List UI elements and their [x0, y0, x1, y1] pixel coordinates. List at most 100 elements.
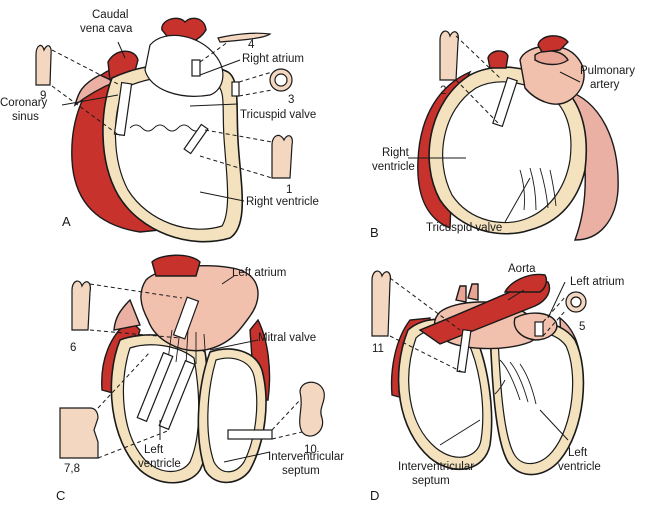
- panel-c-leader-la: [221, 275, 235, 285]
- panel-a-dash-3b: [238, 89, 273, 97]
- panel-a-number-3: 3: [288, 94, 294, 106]
- panel-b-cut-box-2: [492, 76, 518, 128]
- panel-a-label-sinus: sinus: [12, 111, 39, 123]
- panel-d-brachiocephalic: [455, 283, 479, 303]
- panel-a: Caudal vena cava Right atrium Coronary s…: [0, 9, 319, 243]
- panel-d-leader-la: [547, 281, 566, 319]
- panel-d-leader-lv: [539, 409, 569, 441]
- panel-d: Aorta Left atrium Interventricular septu…: [370, 263, 624, 503]
- panel-c-label-mitral: Mitral valve: [258, 332, 316, 344]
- panel-a-epicardium-pink: [73, 74, 117, 107]
- panel-a-number-1: 1: [286, 184, 292, 196]
- panel-b-label-ventricle: ventricle: [372, 161, 415, 173]
- panel-c-leader-ivs: [223, 451, 271, 463]
- panel-c-label-left: Left: [144, 444, 164, 456]
- panel-a-leader-rv: [199, 191, 245, 202]
- panel-c-dash-78a: [97, 351, 151, 409]
- panel-d-label-interventricular: Interventricular: [398, 461, 474, 473]
- panel-c-letter: C: [56, 488, 65, 503]
- panel-c-left-atrium: [140, 264, 259, 352]
- panel-c-inset-6: [71, 280, 91, 331]
- panel-a-inset-3-inner: [274, 73, 288, 87]
- panel-b-vessel-top: [537, 35, 569, 53]
- panel-c-label-ventricle: ventricle: [138, 458, 181, 470]
- panel-d-leader-aorta: [507, 289, 525, 301]
- panel-b-leader-tv: [504, 177, 531, 223]
- panel-d-inset-5-inner: [570, 296, 582, 308]
- panel-d-leader-ivs: [439, 419, 481, 446]
- panel-c-epicardium-pink: [113, 298, 141, 331]
- panel-a-dash-9b: [51, 85, 121, 137]
- panel-b-label-right: Right: [382, 147, 410, 159]
- panel-a-inset-1: [271, 134, 293, 179]
- panel-a-number-9: 9: [40, 90, 46, 102]
- panel-a-dash-1b: [199, 155, 273, 179]
- panel-c-cut-box-8: [158, 359, 196, 431]
- panel-c-leader-mv: [209, 339, 259, 351]
- panel-a-cut-box-3: [231, 81, 240, 97]
- panel-c-dash-78b: [97, 429, 171, 459]
- panel-c-dash-10b: [271, 431, 303, 440]
- panel-a-label-vena-cava: vena cava: [80, 23, 133, 35]
- panel-a-cut-box-4: [191, 59, 201, 77]
- panel-d-number-5: 5: [579, 321, 585, 333]
- panel-a-label-coronary: Coronary: [0, 97, 48, 109]
- panel-d-dash-11a: [389, 277, 461, 331]
- panel-c-septum-cavity: [207, 357, 258, 473]
- panel-a-label-caudal: Caudal: [92, 9, 128, 21]
- panel-d-chordae: [494, 359, 537, 405]
- panel-a-leader-cs: [61, 94, 119, 106]
- panel-a-label-tricuspid: Tricuspid valve: [240, 109, 316, 121]
- panel-b: Pulmonary artery Right ventricle Tricusp…: [370, 30, 635, 241]
- panel-c-cut-box-6: [172, 296, 200, 340]
- panel-a-dash-4: [199, 41, 229, 63]
- panel-b-label-tricuspid: Tricuspid valve: [426, 222, 502, 234]
- panel-a-inset-9: [35, 44, 52, 86]
- panel-c-mitral-valve: [167, 329, 207, 365]
- panel-a-leader-cvc: [117, 41, 126, 59]
- panel-d-cut-box-5: [534, 321, 544, 337]
- panel-b-tricuspid-valve: [519, 167, 557, 211]
- panel-c-dash-6a: [89, 283, 183, 299]
- panel-d-inset-11: [371, 270, 391, 337]
- panel-b-leader-pa: [559, 71, 581, 83]
- panel-b-inset-2: [439, 30, 459, 81]
- panel-a-label-right-ventricle: Right ventricle: [246, 196, 319, 208]
- panel-c-label-interventricular: Interventricular: [268, 451, 344, 463]
- panel-d-number-11: 11: [372, 343, 384, 355]
- panel-a-dash-3a: [238, 71, 273, 83]
- panel-a-inset-4: [217, 32, 272, 43]
- panel-b-number-2: 2: [440, 85, 446, 97]
- panel-c-dash-6b: [89, 329, 181, 339]
- panel-c-label-left-atrium: Left atrium: [232, 267, 286, 279]
- panel-a-tricuspid-valve: [129, 124, 203, 132]
- panel-a-letter: A: [62, 214, 71, 229]
- panel-a-dash-1a: [204, 129, 273, 143]
- panel-a-leader-ra: [199, 59, 241, 76]
- panel-b-dash-2b: [455, 79, 501, 126]
- panel-a-dash-9a: [51, 49, 119, 85]
- panel-c-dash-10a: [271, 399, 301, 431]
- panel-d-label-left-atrium: Left atrium: [570, 276, 624, 288]
- panel-c-number-6: 6: [70, 342, 76, 354]
- panel-a-number-4: 4: [248, 39, 255, 51]
- panel-c-number-10: 10: [304, 444, 317, 456]
- panel-c-number-7-8: 7,8: [64, 463, 80, 475]
- panel-c-cut-box-7: [136, 351, 174, 423]
- panel-c-cut-box-10: [227, 429, 273, 440]
- panel-d-label-left: Left: [568, 447, 588, 459]
- panel-b-label-pulmonary: Pulmonary: [580, 65, 635, 77]
- panel-d-label-aorta: Aorta: [508, 263, 536, 275]
- panel-a-cut-box-1: [183, 123, 209, 155]
- panel-c-inset-7-8: [59, 407, 99, 459]
- panel-d-letter: D: [370, 488, 379, 503]
- panel-d-label-ventricle: ventricle: [558, 461, 601, 473]
- panel-d-aorta: [418, 280, 551, 345]
- panel-d-dash-5b: [542, 309, 567, 337]
- panel-d-label-septum: septum: [412, 475, 450, 487]
- panel-a-leader-tv: [189, 103, 239, 107]
- panel-d-cavity-right: [497, 330, 574, 465]
- panel-c: Left atrium Mitral valve Left ventricle …: [56, 254, 344, 503]
- panel-d-aorta-top: [503, 273, 548, 293]
